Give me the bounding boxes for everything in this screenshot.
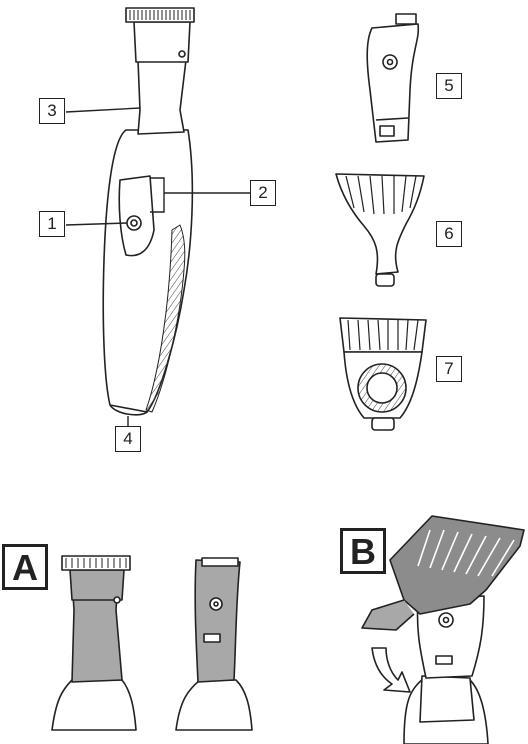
step-b-drawing: [361, 515, 525, 744]
step-label-b: B: [340, 528, 386, 574]
attachment-6-drawing: [335, 173, 425, 287]
power-button-icon: [126, 215, 142, 231]
callout-5: 5: [436, 73, 462, 99]
attachment-7-drawing: [339, 317, 427, 431]
trimmer-main: [102, 7, 195, 416]
attachment-5-drawing: [366, 13, 420, 143]
trimmer-grip: [145, 224, 186, 413]
leader-lines: [65, 107, 250, 426]
step-label-a: A: [2, 544, 48, 590]
callout-4: 4: [115, 426, 141, 452]
callout-7: 7: [436, 356, 462, 382]
trimmer-blade: [125, 7, 195, 23]
callout-1: 1: [39, 211, 65, 237]
trimmer-bottom-cap: [109, 404, 148, 416]
callout-3: 3: [39, 98, 65, 124]
callout-6: 6: [436, 221, 462, 247]
callout-2: 2: [250, 180, 276, 206]
trimmer-neck: [137, 59, 187, 135]
step-a-drawing: [51, 555, 253, 731]
